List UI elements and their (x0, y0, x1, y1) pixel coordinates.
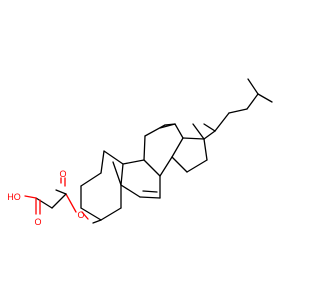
methyl-bond (159, 123, 176, 129)
bond (65, 193, 77, 213)
bond (80, 172, 102, 187)
bond (192, 123, 205, 140)
bond (120, 163, 124, 186)
bond (246, 93, 259, 110)
ring-c (143, 123, 184, 177)
ring-b (120, 159, 161, 199)
bond (81, 211, 89, 220)
bond (186, 159, 208, 173)
bond (214, 112, 230, 132)
bond (139, 196, 161, 199)
diagram-canvas: O O O HO (7, 78, 273, 227)
bond (35, 197, 53, 209)
structure-diagram: O O O HO (7, 78, 273, 227)
bond (182, 137, 205, 140)
bond (24, 195, 37, 199)
ring-a (80, 150, 124, 221)
side-chain (192, 78, 273, 140)
bond (144, 124, 166, 137)
ester-oxygen-label: O (77, 210, 84, 220)
bond (203, 138, 208, 161)
bond (122, 159, 145, 165)
bond (55, 189, 67, 195)
bond (203, 123, 216, 132)
bond (203, 130, 216, 140)
bond (171, 137, 184, 158)
bond (120, 184, 141, 198)
carbonyl-oxygen-label: O (59, 169, 66, 179)
bond (103, 150, 124, 165)
bond (257, 93, 273, 103)
bond (100, 150, 105, 174)
bond (159, 156, 173, 177)
hydroxyl-label: HO (7, 192, 21, 202)
ring-d (171, 137, 208, 173)
bond (80, 207, 102, 221)
methyl-bond (112, 161, 122, 186)
bond (171, 156, 188, 173)
bond (174, 123, 184, 139)
bond (247, 78, 259, 95)
bond (143, 135, 146, 161)
succinate-chain (24, 177, 102, 224)
double-bond (142, 190, 158, 193)
bond (100, 207, 122, 221)
bond (51, 193, 67, 209)
bond (228, 108, 248, 114)
acid-carbonyl-oxygen-label: O (34, 217, 41, 227)
bond (92, 219, 102, 224)
bond (143, 159, 161, 177)
